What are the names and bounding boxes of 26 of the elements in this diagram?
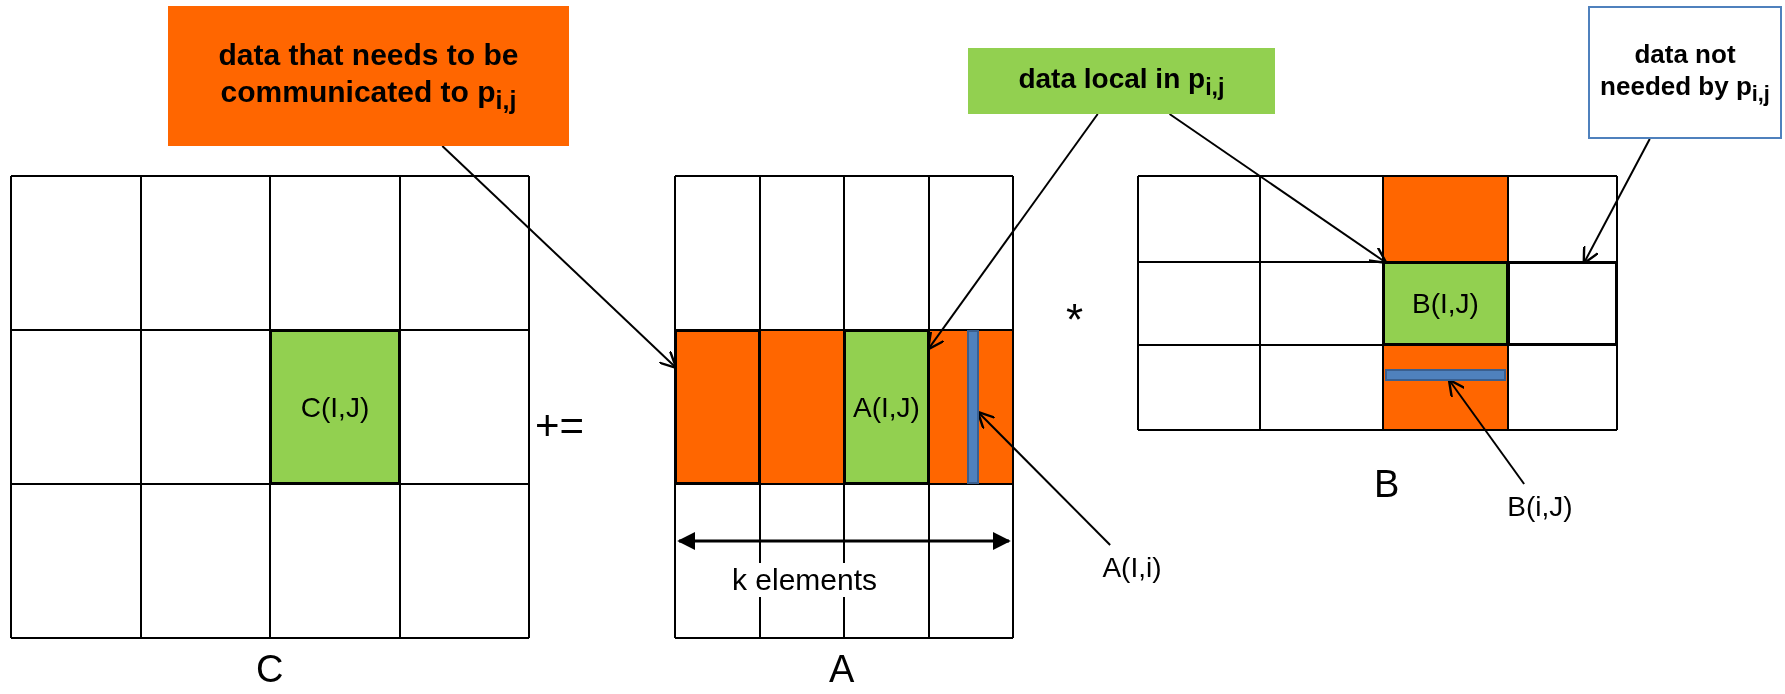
matrix-name: C [256, 650, 284, 688]
matrix-name: B [1374, 465, 1400, 503]
operator-symbol: += [535, 405, 585, 447]
matrix-name: A [829, 650, 855, 688]
cell-reference: A(I,i) [1101, 550, 1163, 585]
matrix-cell [675, 330, 760, 484]
cell-reference: B(i,J) [1506, 489, 1574, 524]
cell-label: A(I,J) [852, 390, 921, 425]
arrow [1168, 113, 1388, 265]
callout-box [168, 6, 569, 146]
cell-label: B(I,J) [1411, 287, 1480, 321]
matrix-cell [844, 330, 929, 484]
cell-label: C(I,J) [299, 390, 371, 425]
callout-box [1588, 6, 1782, 139]
matrix-cell [1508, 262, 1617, 345]
callout-text: data not needed by p$_{i,j}$ [1599, 37, 1771, 108]
callout-text: data local in p$_{i,j}$ [1017, 61, 1226, 102]
callout-text: data that needs to be communicated to p$_{i,j}$ [217, 36, 520, 117]
matrix-cell [1383, 262, 1508, 345]
highlight-bar [967, 330, 979, 484]
arrow [1447, 378, 1526, 485]
arrow [976, 410, 1112, 546]
highlight-bar [1385, 369, 1506, 381]
operator-symbol: * [1066, 298, 1084, 342]
matrix-cell [270, 330, 400, 484]
callout-box [968, 48, 1275, 114]
